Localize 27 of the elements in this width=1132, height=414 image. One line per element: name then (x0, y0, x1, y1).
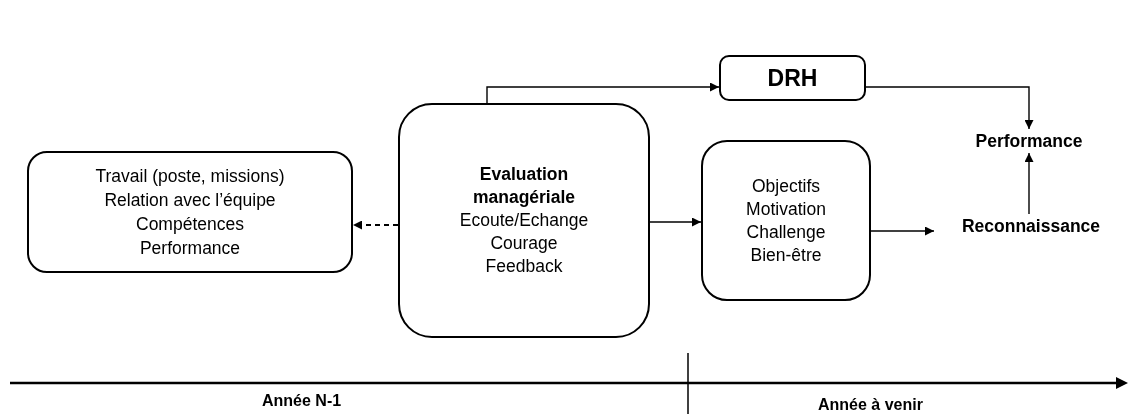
box-text: Feedback (485, 255, 563, 278)
arrow (870, 226, 935, 236)
period-label: Année N-1 (262, 392, 342, 410)
box-text: Motivation (746, 197, 826, 221)
box-text: Bien-être (750, 243, 822, 267)
box-text: DRH (767, 64, 818, 92)
box-text: Objectifs (751, 174, 821, 198)
box-text: Compétences (136, 213, 244, 236)
arrow (1024, 152, 1034, 215)
arrow (486, 82, 720, 104)
box-text: Relation avec l’équipe (104, 189, 276, 212)
arrow (865, 86, 1034, 130)
box-text: Travail (poste, missions) (95, 165, 285, 188)
rounded-box (27, 151, 353, 273)
box-text: Performance (139, 237, 241, 260)
rounded-box (398, 103, 650, 338)
arrow (649, 217, 702, 227)
node-label: Performance (975, 130, 1083, 152)
box-text: Challenge (746, 220, 826, 244)
rounded-box (701, 140, 871, 301)
arrow (352, 220, 399, 230)
box-text: Courage (490, 232, 558, 255)
box-text: Ecoute/Echange (459, 209, 589, 232)
rounded-box (719, 55, 866, 101)
period-label: Année à venir (818, 396, 923, 414)
box-text: Evaluation managériale (471, 163, 577, 209)
node-label: Reconnaissance (961, 215, 1101, 237)
